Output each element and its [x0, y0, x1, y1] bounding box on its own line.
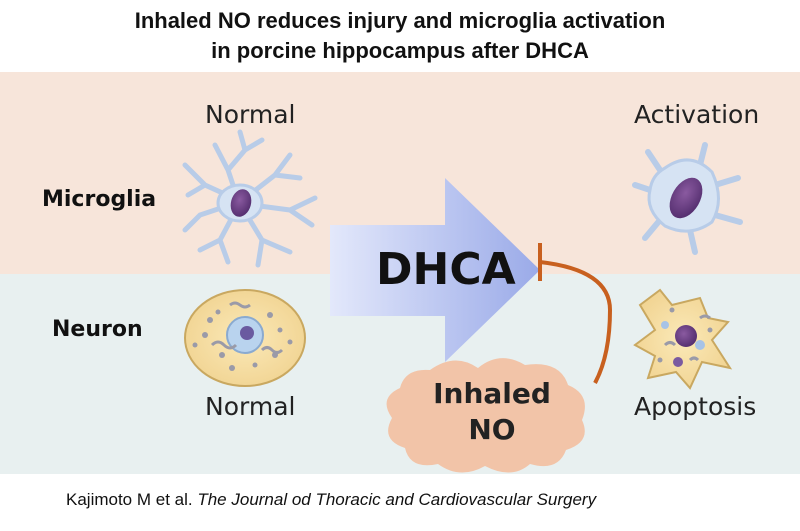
figure-title: Inhaled NO reduces injury and microglia …: [0, 6, 800, 66]
neuron-normal-icon: [184, 289, 306, 387]
microglia-normal-label: Normal: [205, 100, 296, 129]
dhca-arrow: [330, 178, 540, 362]
inhaled-no-line-2: NO: [468, 413, 516, 446]
microglia-normal-icon: [182, 129, 318, 268]
title-line-1: Inhaled NO reduces injury and microglia …: [134, 8, 666, 33]
neuron-apoptosis-label: Apoptosis: [634, 392, 757, 421]
dhca-label: DHCA: [376, 244, 516, 295]
row-label-neuron: Neuron: [52, 317, 143, 342]
citation-authors: Kajimoto M et al.: [66, 490, 193, 509]
title-line-2: in porcine hippocampus after DHCA: [211, 38, 589, 63]
row-label-microglia: Microglia: [42, 187, 157, 212]
microglia-activated-icon: [632, 142, 743, 255]
inhaled-no-label: Inhaled NO: [412, 376, 572, 448]
citation-journal: The Journal od Thoracic and Cardiovascul…: [197, 490, 597, 509]
microglia-activation-label: Activation: [634, 100, 760, 129]
inhaled-no-line-1: Inhaled: [433, 377, 551, 410]
inhibition-connector: [538, 243, 613, 384]
citation: Kajimoto M et al. The Journal od Thoraci…: [66, 490, 596, 510]
neuron-apoptotic-icon: [633, 288, 733, 390]
neuron-normal-label: Normal: [205, 392, 296, 421]
inhaled-no-cloud: [386, 358, 585, 473]
